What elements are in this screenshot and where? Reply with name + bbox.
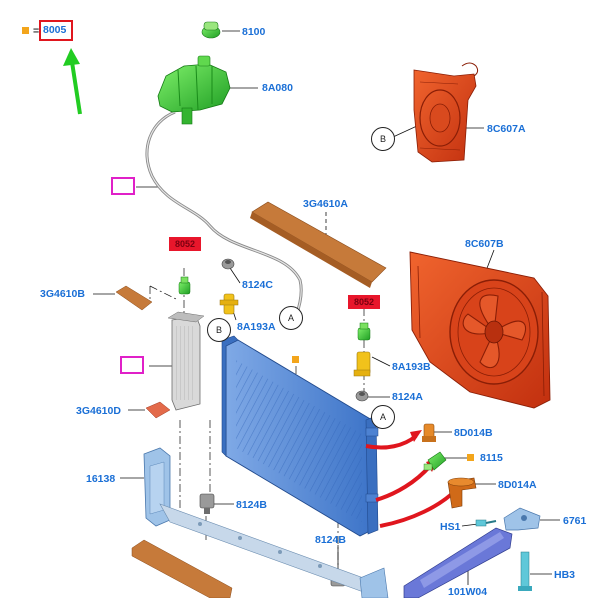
link-box-hose[interactable] — [111, 177, 135, 195]
label-3g4610d[interactable]: 3G4610D — [76, 405, 121, 417]
label-8d014a[interactable]: 8D014A — [498, 479, 537, 491]
label-8124b-bottom[interactable]: 8124B — [315, 534, 346, 546]
callout-b-lower: B — [207, 318, 231, 342]
legend-square-icon — [22, 27, 29, 34]
highlight-box-8005 — [39, 20, 73, 41]
bracket-8a193b[interactable] — [353, 351, 371, 377]
thermostat-8115[interactable] — [423, 451, 447, 471]
mounting-bracket-6761[interactable] — [503, 507, 541, 531]
link-box-condenser[interactable] — [120, 356, 144, 374]
legend-equals: = — [33, 25, 40, 37]
pointer-arrow-icon — [63, 48, 82, 115]
red-tag-upper[interactable]: 8052 — [169, 237, 201, 251]
label-101w04[interactable]: 101W04 — [448, 586, 488, 598]
plug-8052-right[interactable] — [357, 322, 371, 341]
label-8124a[interactable]: 8124A — [392, 391, 423, 403]
bushing-8124a[interactable] — [355, 390, 369, 402]
label-hs1[interactable]: HS1 — [440, 521, 461, 533]
red-tag-lower[interactable]: 8052 — [348, 295, 380, 309]
legend-square-icon — [467, 454, 474, 461]
callout-a-upper: A — [279, 306, 303, 330]
legend-square-icon — [292, 356, 299, 363]
fan-shroud-8c607a[interactable] — [413, 62, 479, 163]
label-8124b-center[interactable]: 8124B — [236, 499, 267, 511]
label-8005[interactable]: 8005 — [43, 24, 67, 36]
crossmember-101w04[interactable] — [403, 527, 513, 598]
flow-arrows — [365, 434, 458, 528]
label-16138[interactable]: 16138 — [86, 473, 116, 485]
label-8115[interactable]: 8115 — [480, 452, 503, 464]
foam-strip-3g4610a[interactable] — [250, 201, 387, 288]
bolt-hb3[interactable] — [518, 551, 532, 591]
label-3g4610b[interactable]: 3G4610B — [40, 288, 85, 300]
foam-pad-3g4610d[interactable] — [145, 401, 171, 419]
label-8c607b[interactable]: 8C607B — [465, 238, 504, 250]
label-8c607a[interactable]: 8C607A — [487, 123, 526, 135]
foam-strip-bottom[interactable] — [131, 539, 233, 598]
screw-hs1[interactable] — [475, 519, 497, 527]
condenser[interactable] — [167, 311, 205, 411]
radiator[interactable] — [221, 335, 379, 537]
label-8a080[interactable]: 8A080 — [262, 82, 293, 94]
label-hb3[interactable]: HB3 — [554, 569, 576, 581]
callout-a-lower: A — [371, 405, 395, 429]
label-6761[interactable]: 6761 — [563, 515, 587, 527]
bushing-8124b-center[interactable] — [199, 493, 215, 514]
fan-assembly-8c607b[interactable] — [409, 251, 551, 409]
label-8100[interactable]: 8100 — [242, 26, 266, 38]
label-8a193a[interactable]: 8A193A — [237, 321, 276, 333]
hose-fitting-8d014a[interactable] — [447, 477, 477, 509]
expansion-tank[interactable] — [157, 55, 231, 125]
bracket-8a193a[interactable] — [219, 293, 239, 315]
lower-tie-bar[interactable] — [159, 503, 381, 598]
lower-clip[interactable] — [359, 567, 389, 598]
hose-fitting-8d014b[interactable] — [422, 423, 436, 442]
tank-cap[interactable] — [201, 21, 221, 39]
bushing-8124c[interactable] — [221, 258, 235, 270]
label-8d014b[interactable]: 8D014B — [454, 427, 493, 439]
link-arrow-icon — [116, 180, 138, 374]
label-3g4610a[interactable]: 3G4610A — [303, 198, 348, 210]
label-8a193b[interactable]: 8A193B — [392, 361, 431, 373]
label-8124c[interactable]: 8124C — [242, 279, 273, 291]
foam-pad-3g4610b[interactable] — [115, 285, 153, 311]
plug-8052-left[interactable] — [178, 276, 191, 295]
callout-b-upper: B — [371, 127, 395, 151]
